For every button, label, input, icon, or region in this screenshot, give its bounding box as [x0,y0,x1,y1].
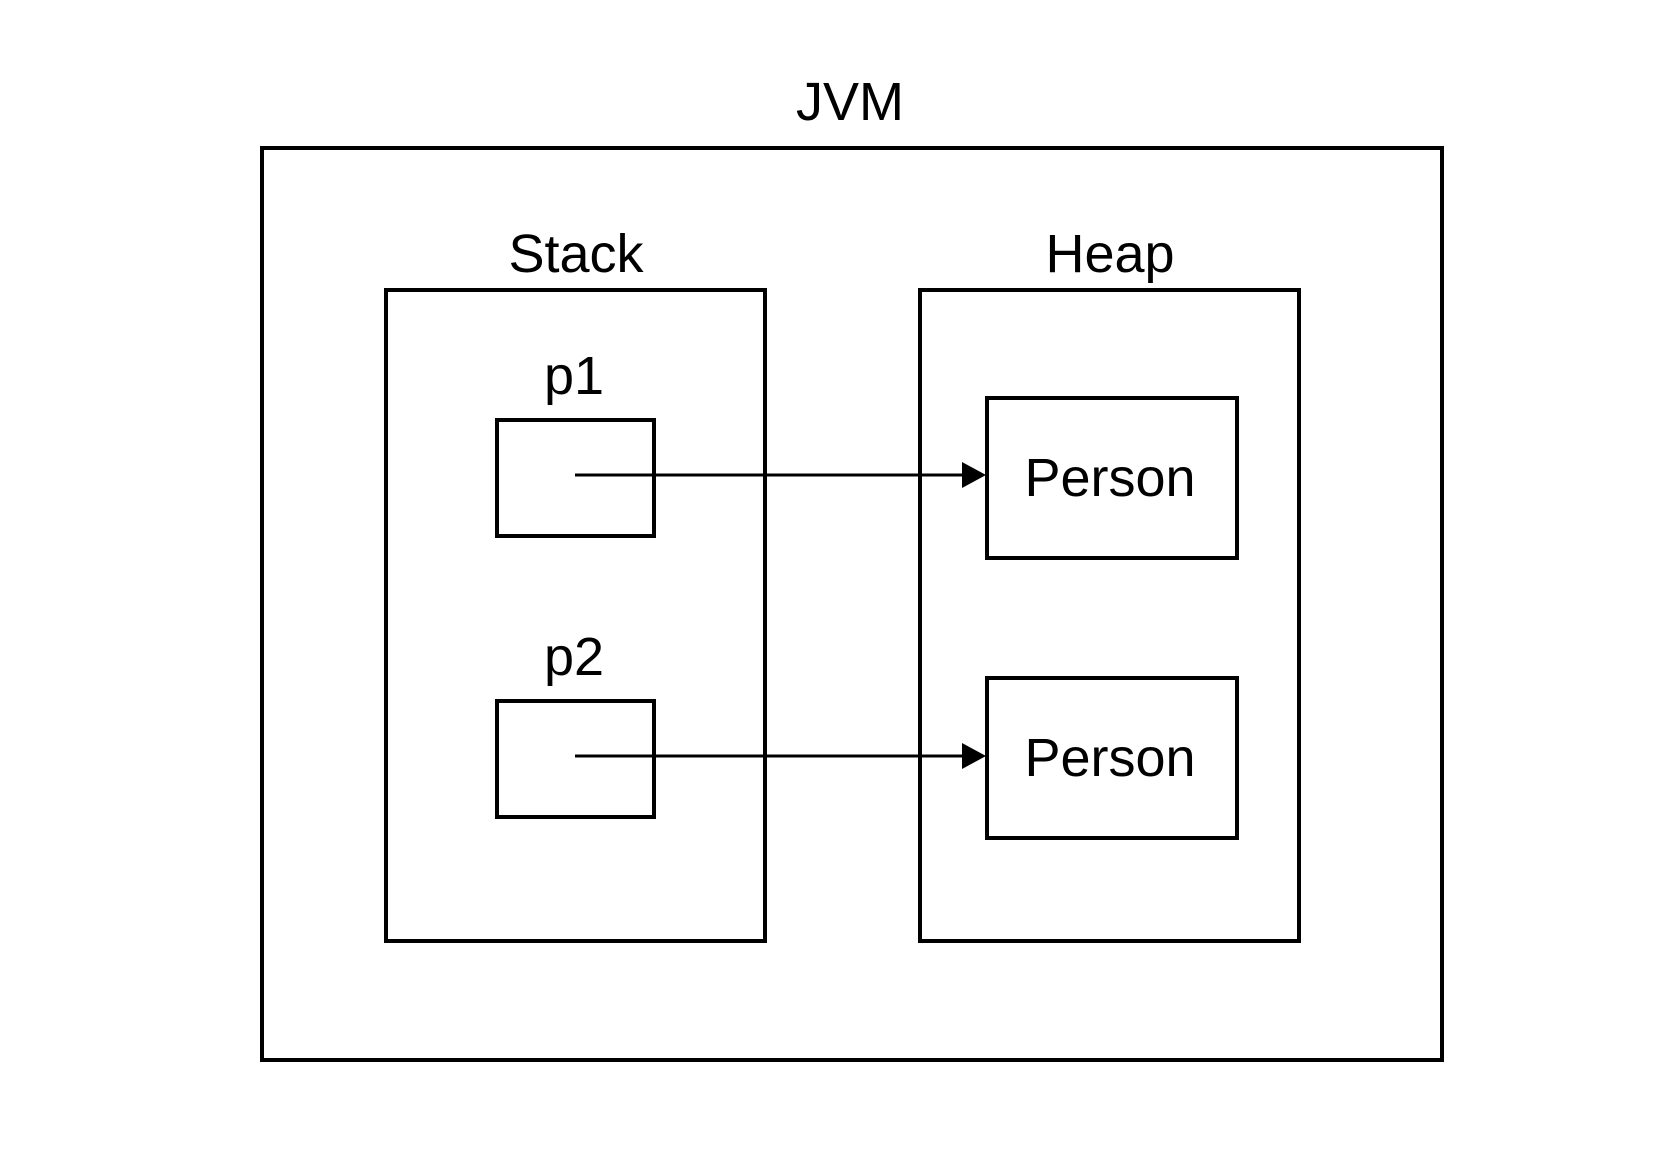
heap-object-box [985,676,1239,840]
arrowhead-icon [962,743,986,769]
heap-container [918,288,1301,943]
stack-variable-label: p2 [544,627,604,687]
heap-label: Heap [1045,224,1174,284]
heap-object-label: Person [1024,448,1195,508]
arrowhead-icon [962,462,986,488]
reference-arrow [575,743,986,769]
stack-variable-slot [495,699,656,819]
reference-arrow [575,462,986,488]
heap-object-label: Person [1024,728,1195,788]
stack-container [384,288,767,943]
jvm-container [260,146,1444,1062]
heap-object-box [985,396,1239,560]
stack-variable-slot [495,418,656,538]
stack-variable-label: p1 [544,346,604,406]
stack-label: Stack [508,224,644,284]
jvm-label: JVM [796,72,904,132]
